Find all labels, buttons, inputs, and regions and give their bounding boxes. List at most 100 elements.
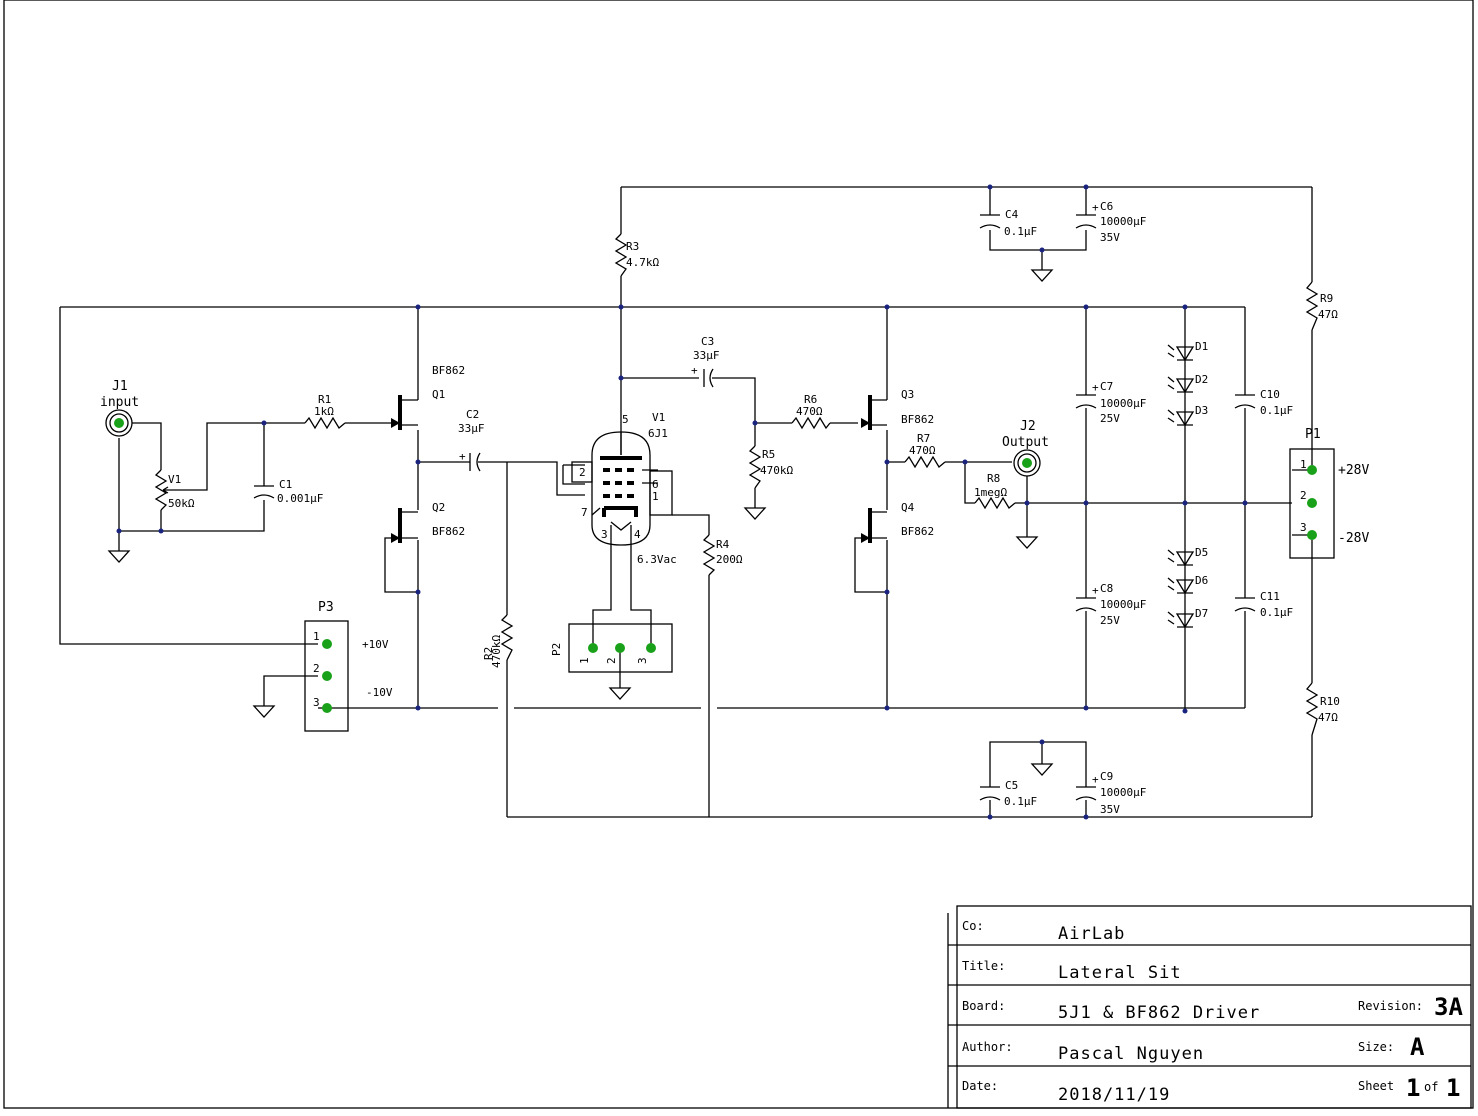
connector-p2 [568, 623, 673, 673]
svg-text:+: + [1092, 201, 1099, 214]
tb-sheet-key: Sheet [1358, 1079, 1394, 1093]
q2-ref: Q2 [432, 501, 445, 514]
diodes [1167, 344, 1195, 629]
tube-pin-4: 4 [634, 528, 641, 541]
labels: J1 input J2 Output V1 50kΩ R1 1kΩ C1 0.0… [100, 200, 1369, 816]
q1-part: BF862 [432, 364, 465, 377]
d7-ref: D7 [1195, 607, 1208, 620]
tb-size: A [1410, 1033, 1425, 1061]
tube-ref: V1 [652, 411, 665, 424]
r9-ref: R9 [1320, 292, 1333, 305]
jfet-q4 [861, 508, 887, 543]
tb-of-key: of [1424, 1080, 1438, 1094]
j2-ref: J2 [1020, 419, 1036, 434]
connector-p3 [304, 620, 349, 732]
tube-heater: 6.3Vac [637, 553, 677, 566]
tb-size-key: Size: [1358, 1040, 1394, 1054]
tube-pin-7: 7 [581, 506, 588, 519]
tube-part: 6J1 [648, 427, 668, 440]
j2-name: Output [1002, 435, 1049, 450]
resistor-r10 [1305, 682, 1319, 736]
c8-ref: C8 [1100, 582, 1113, 595]
svg-text:3: 3 [1300, 521, 1307, 534]
r8-value: 1megΩ [974, 486, 1007, 499]
c1-value: 0.001µF [277, 492, 323, 505]
r7-value: 470Ω [909, 444, 936, 457]
j1-ref: J1 [112, 379, 128, 394]
c6-value: 10000µF [1100, 215, 1146, 228]
p1-ref: P1 [1305, 427, 1321, 442]
c4-value: 0.1µF [1004, 225, 1037, 238]
tb-revision-key: Revision: [1358, 999, 1423, 1013]
c2-value: 33µF [458, 422, 485, 435]
tube-pin-3: 3 [601, 528, 608, 541]
capacitors [253, 214, 1256, 801]
d3-ref: D3 [1195, 404, 1208, 417]
q3-part: BF862 [901, 413, 934, 426]
c3-ref: C3 [701, 335, 714, 348]
tb-board-key: Board: [962, 999, 1005, 1013]
tb-date-key: Date: [962, 1079, 998, 1093]
resistor-r4 [702, 534, 716, 576]
pot-value: 50kΩ [168, 497, 195, 510]
svg-text:+: + [1092, 584, 1099, 597]
q1-ref: Q1 [432, 388, 445, 401]
svg-text:1: 1 [1300, 458, 1307, 471]
jfet-q3 [861, 395, 887, 430]
r5-ref: R5 [762, 448, 775, 461]
title-block: Co: AirLab Title: Lateral Sit Board: 5J1… [947, 905, 1472, 1109]
jfets [391, 395, 887, 543]
svg-text:+: + [1092, 773, 1099, 786]
r9-value: 47Ω [1318, 308, 1338, 321]
c8-value: 10000µF [1100, 598, 1146, 611]
d6-ref: D6 [1195, 574, 1208, 587]
svg-text:2: 2 [1300, 489, 1307, 502]
diode-d5 [1167, 549, 1195, 567]
tb-co-key: Co: [962, 919, 984, 933]
c10-ref: C10 [1260, 388, 1280, 401]
p3-pos-label: +10V [362, 638, 389, 651]
c10-value: 0.1µF [1260, 404, 1293, 417]
d2-ref: D2 [1195, 373, 1208, 386]
jfet-q2 [391, 508, 418, 543]
tb-author: Pascal Nguyen [1058, 1044, 1204, 1064]
c9-rating: 35V [1100, 803, 1120, 816]
tb-board: 5J1 & BF862 Driver [1058, 1003, 1260, 1023]
p3-neg-label: -10V [366, 686, 393, 699]
diode-d3 [1167, 409, 1195, 427]
r4-value: 200Ω [716, 553, 743, 566]
junctions [116, 184, 1248, 820]
r2-value: 470kΩ [490, 635, 503, 668]
r3-ref: R3 [626, 240, 639, 253]
svg-text:+: + [1092, 381, 1099, 394]
r1-value: 1kΩ [314, 405, 334, 418]
c11-ref: C11 [1260, 590, 1280, 603]
svg-text:3: 3 [636, 657, 649, 664]
c3-value: 33µF [693, 349, 720, 362]
resistor-r5 [748, 445, 762, 489]
q4-ref: Q4 [901, 501, 915, 514]
pot-ref: V1 [168, 473, 181, 486]
d1-ref: D1 [1195, 340, 1208, 353]
jfet-q1 [391, 395, 418, 430]
vacuum-tube-v1 [571, 431, 673, 546]
q3-ref: Q3 [901, 388, 914, 401]
tb-revision: 3A [1434, 993, 1463, 1021]
tb-author-key: Author: [962, 1040, 1013, 1054]
svg-text:1: 1 [578, 657, 591, 664]
q4-part: BF862 [901, 525, 934, 538]
j1-name: input [100, 395, 139, 410]
resistor-r8 [974, 496, 1016, 510]
svg-text:3: 3 [313, 696, 320, 709]
resistor-r3 [614, 233, 628, 277]
r2-ref: R2 [482, 647, 495, 660]
svg-text:+: + [691, 364, 698, 377]
sheet-border [3, 0, 1474, 1109]
tube-pin-6: 6 [652, 478, 659, 491]
p1-pos-label: +28V [1338, 463, 1369, 478]
resistors [154, 233, 1319, 736]
tb-sheet-num: 1 [1406, 1074, 1420, 1102]
r10-value: 47Ω [1318, 711, 1338, 724]
resistor-r7 [904, 455, 946, 469]
